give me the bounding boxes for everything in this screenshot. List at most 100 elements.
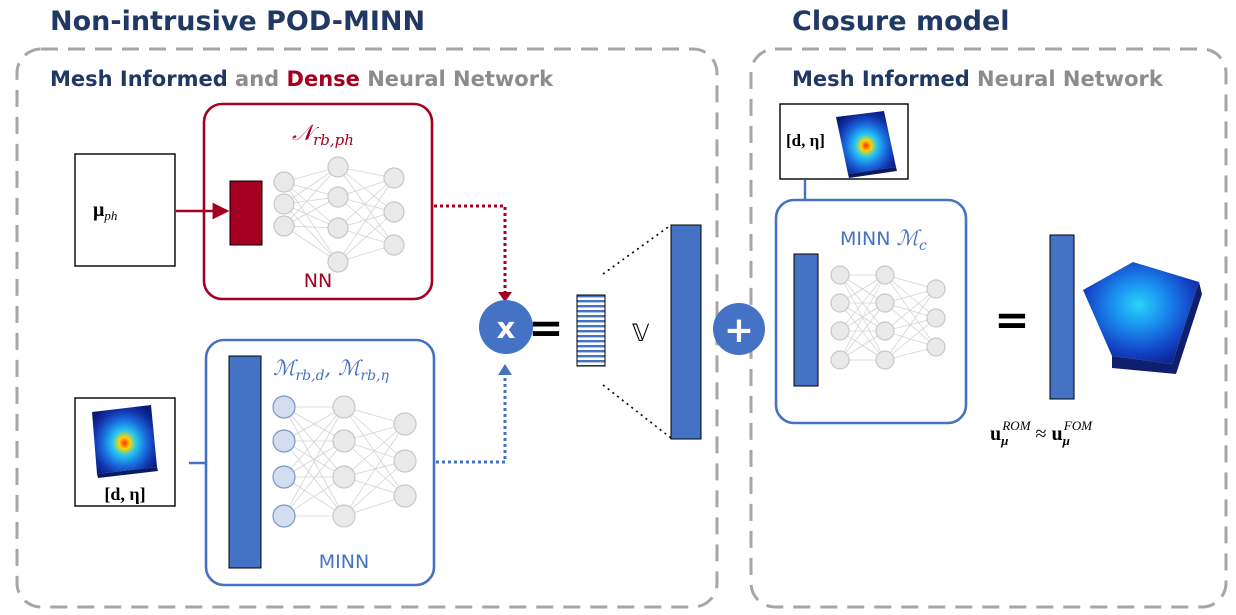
input-field-label: [d, η]: [104, 484, 145, 504]
network-edge: [283, 166, 339, 205]
result-equation: uμROM ≈ uμFOM: [990, 418, 1093, 448]
closure-minn-graph: [830, 265, 946, 370]
dense-input-layer: [229, 180, 263, 246]
field-image-small-edge: [97, 467, 158, 478]
network-edge: [343, 406, 406, 462]
network-node: [875, 293, 895, 313]
network-node: [272, 395, 296, 419]
network-edge: [343, 440, 406, 497]
network-edge: [337, 211, 395, 263]
arrow-minn-to-multiply-head: [498, 364, 512, 375]
network-edge: [884, 288, 937, 361]
network-edge: [343, 423, 406, 517]
network-node: [332, 504, 356, 528]
output-vector: [1049, 234, 1075, 400]
network-node: [272, 429, 296, 453]
network-node: [273, 193, 295, 215]
network-node: [926, 337, 946, 357]
left-section-frame: [15, 47, 719, 609]
network-node: [272, 465, 296, 489]
left-section-title: Non-intrusive POD-MINN: [50, 6, 425, 37]
arrow-minn-to-multiply: [436, 375, 507, 464]
network-edge: [337, 166, 395, 246]
network-edge: [884, 274, 937, 348]
network-node: [327, 186, 349, 208]
network-node: [830, 350, 850, 370]
multiply-symbol: x: [497, 311, 516, 345]
network-node: [393, 449, 417, 473]
network-node: [926, 308, 946, 328]
multiply-icon: [479, 300, 533, 354]
dense-nn-graph: [273, 156, 405, 273]
dense-nn-box: [202, 102, 434, 301]
network-node: [875, 321, 895, 341]
closure-minn-name: MINN ℳc: [840, 226, 927, 254]
left-subtitle: Mesh Informed and Dense Neural Network: [50, 67, 554, 91]
network-node: [327, 251, 349, 273]
network-edge: [337, 177, 395, 229]
network-node: [830, 293, 850, 313]
network-node: [393, 484, 417, 508]
network-node: [393, 412, 417, 436]
network-node: [327, 156, 349, 178]
dense-nn-name: 𝒩rb,ph: [292, 121, 354, 149]
equals-symbol-left: =: [528, 303, 563, 352]
input-mu-box: [74, 153, 176, 267]
network-edge: [343, 406, 406, 497]
equals-symbol-right: =: [994, 295, 1029, 344]
minn-name: ℳrb,d, ℳrb,η: [273, 356, 389, 384]
network-edge: [337, 177, 395, 263]
output-field-image-edge: [1112, 282, 1202, 374]
network-node: [327, 217, 349, 239]
network-node: [383, 201, 405, 223]
network-edge: [839, 274, 886, 361]
network-node: [332, 429, 356, 453]
network-edge: [283, 166, 339, 227]
right-section-title: Closure model: [792, 6, 1010, 37]
network-node: [332, 395, 356, 419]
network-edge: [337, 196, 395, 246]
network-node: [273, 171, 295, 193]
network-node: [830, 321, 850, 341]
network-edge: [884, 274, 937, 319]
minn-input-layer: [228, 355, 262, 569]
arrow-nn-to-multiply: [434, 204, 507, 294]
minn-graph: [272, 395, 417, 528]
network-edge: [283, 406, 345, 517]
network-node: [273, 215, 295, 237]
output-field-image: [1083, 262, 1199, 364]
network-node: [875, 265, 895, 285]
network-edge: [283, 181, 339, 263]
plus-symbol: +: [724, 310, 754, 351]
network-node: [383, 167, 405, 189]
right-subtitle: Mesh Informed Neural Network: [792, 67, 1164, 91]
closure-field-image: [836, 111, 896, 174]
network-edge: [343, 423, 406, 478]
arrow-nn-to-multiply-head: [498, 292, 512, 302]
input-mu-label: μph: [93, 199, 117, 223]
network-edge: [884, 288, 937, 332]
coefficient-vector: [576, 294, 606, 367]
basis-projection-line-bottom: [602, 384, 672, 439]
minn-footer: MINN: [319, 551, 369, 573]
network-edge: [283, 225, 339, 263]
network-node: [383, 234, 405, 256]
field-image-small: [92, 405, 157, 474]
network-node: [332, 465, 356, 489]
basis-projection-line-top: [602, 224, 672, 275]
network-edge: [283, 203, 339, 263]
closure-field-image-edge: [848, 167, 897, 178]
dense-nn-footer: NN: [304, 270, 332, 292]
basis-label: 𝕍: [632, 319, 650, 347]
network-edge: [839, 274, 886, 332]
network-edge: [283, 440, 345, 517]
network-node: [830, 265, 850, 285]
network-edge: [283, 476, 345, 517]
network-edge: [343, 460, 406, 517]
network-edge: [283, 440, 345, 478]
closure-input-label: [d, η]: [786, 131, 825, 150]
basis-matrix: [670, 224, 702, 440]
network-edge: [283, 406, 345, 478]
network-edge: [283, 181, 339, 229]
network-node: [875, 350, 895, 370]
